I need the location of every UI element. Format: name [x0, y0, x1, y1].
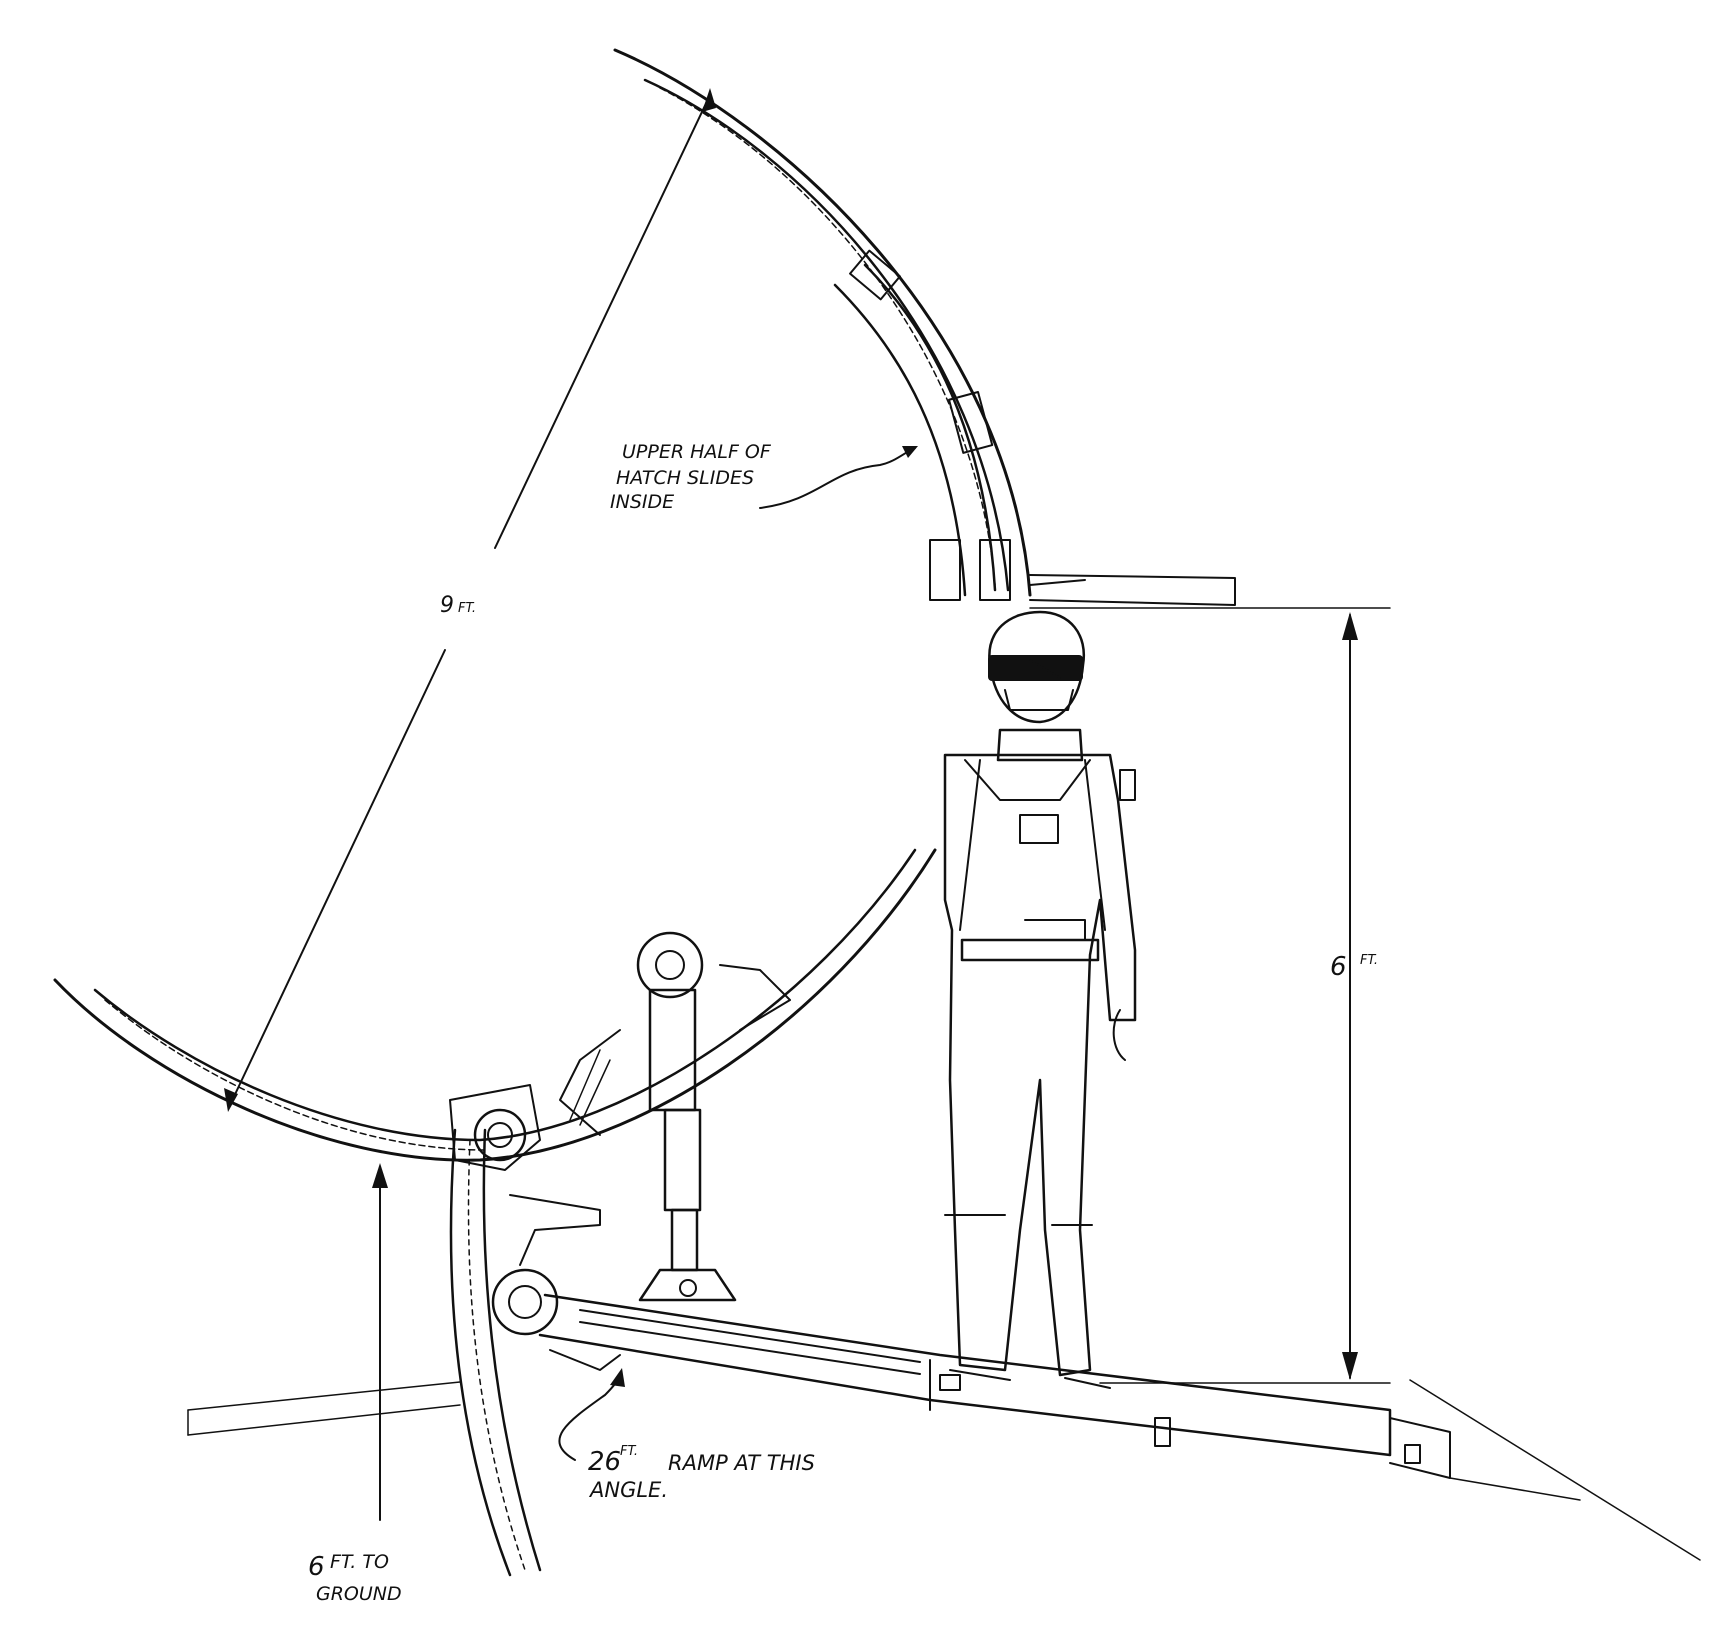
- upper-hatch-slide: [833, 249, 1236, 606]
- six-ft-label: 6: [1330, 952, 1347, 982]
- ground-dimension: [372, 1163, 388, 1521]
- upper-hatch-line3: INSIDE: [610, 491, 674, 513]
- hatch-outer-arc-upper: [613, 48, 1032, 597]
- six-ft-unit: FT.: [1360, 953, 1378, 968]
- ramp-arrowhead: [610, 1368, 625, 1387]
- hinge-mechanism: [449, 1084, 621, 1577]
- ramp-length-unit: FT.: [620, 1444, 638, 1459]
- ramp-label-line1: RAMP AT THIS: [668, 1451, 815, 1475]
- upper-hatch-line2: HATCH SLIDES: [616, 467, 754, 489]
- ramp: [538, 1293, 1581, 1501]
- ramp-label-line2: ANGLE.: [588, 1478, 668, 1502]
- upper-hatch-arrowhead: [902, 446, 918, 458]
- ground-dim-unit: FT. TO: [330, 1551, 389, 1573]
- ground-dim-line2: GROUND: [316, 1583, 402, 1605]
- nine-ft-dimension: [224, 88, 716, 1112]
- hatch-lower-arc: [53, 848, 937, 1162]
- upper-hatch-leader-arrow: [759, 447, 916, 509]
- hydraulic-strut: [559, 931, 791, 1302]
- ground-line: [187, 1379, 1701, 1561]
- six-ft-dimension: [1029, 607, 1391, 1384]
- standing-astronaut-figure: [943, 610, 1137, 1389]
- nine-ft-label: 9: [440, 593, 454, 618]
- nine-ft-unit: FT.: [458, 601, 476, 616]
- ground-dim-number: 6: [308, 1552, 325, 1582]
- upper-hatch-line1: UPPER HALF OF: [622, 441, 772, 463]
- ramp-length-number: 26: [588, 1447, 621, 1477]
